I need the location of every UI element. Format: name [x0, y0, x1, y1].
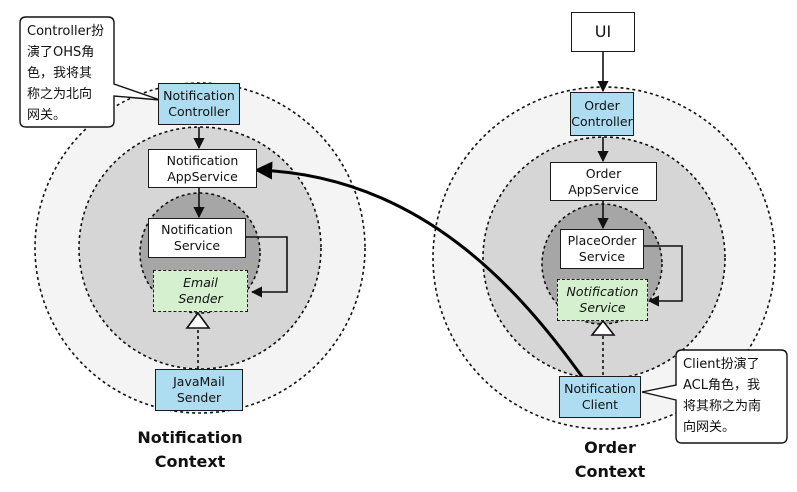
javamail-sender-line1: JavaMail	[173, 374, 225, 389]
realization-triangle-left	[185, 311, 211, 329]
order-context-caption-line2: Context	[574, 462, 646, 481]
realization-triangle-right	[590, 319, 616, 336]
notification-context-caption-line1: Notification	[137, 428, 243, 447]
notification-controller-box: Notification Controller	[158, 83, 240, 125]
notification-service-interface-box: Notification Service	[557, 279, 648, 321]
order-context-caption: Order Context	[545, 436, 675, 484]
javamail-sender-box: JavaMail Sender	[155, 369, 243, 411]
arrow-service-to-email-sender	[246, 236, 288, 298]
cross-context-call-arrow	[254, 161, 585, 379]
left-callout-text: Controller扮 演了OHS角 色，我将其 称之为北向 网关。	[27, 24, 104, 123]
order-context-caption-line1: Order	[584, 438, 636, 457]
placeorder-service-box: PlaceOrder Service	[560, 229, 644, 269]
email-sender-line1: Email	[183, 275, 218, 290]
order-appservice-line2: AppService	[568, 181, 639, 197]
notification-client-box: Notification Client	[559, 376, 641, 418]
notification-client-line2: Client	[581, 397, 619, 412]
left-callout-bubble	[19, 16, 161, 128]
notification-appservice-box: Notification AppService	[148, 149, 257, 188]
notification-service-line1: Notification	[161, 222, 233, 237]
notification-service-line2: Service	[173, 238, 221, 253]
notification-appservice-line2: AppService	[167, 168, 238, 184]
ui-box: UI	[571, 12, 635, 52]
order-controller-box: Order Controller	[570, 92, 634, 136]
right-callout-bubble	[641, 349, 788, 444]
order-appservice-box: Order AppService	[550, 162, 657, 201]
javamail-sender-line2: Sender	[176, 390, 222, 405]
right-callout-text: Client扮演了 ACL角色，我 将其称之为南 向网关。	[683, 357, 762, 435]
email-sender-line2: Sender	[178, 291, 223, 306]
notification-service-interface-line1: Notification	[566, 284, 639, 299]
order-controller-line2: Controller	[571, 114, 633, 129]
arrow-placeorder-to-notification-service	[644, 245, 683, 307]
ui-label: UI	[594, 22, 612, 41]
notification-context-caption: Notification Context	[120, 426, 260, 474]
notification-service-box: Notification Service	[148, 218, 246, 258]
notification-service-interface-line2: Service	[579, 300, 626, 315]
notification-controller-line2: Controller	[168, 104, 230, 119]
order-controller-line1: Order	[584, 98, 620, 113]
notification-appservice-line1: Notification	[166, 152, 239, 168]
placeorder-service-line1: PlaceOrder	[567, 233, 637, 248]
email-sender-box: Email Sender	[153, 270, 248, 312]
notification-controller-line1: Notification	[163, 88, 235, 103]
order-appservice-line1: Order	[585, 165, 622, 181]
placeorder-service-line2: Service	[578, 249, 626, 264]
notification-client-line1: Notification	[564, 381, 636, 396]
notification-context-caption-line2: Context	[154, 452, 226, 471]
